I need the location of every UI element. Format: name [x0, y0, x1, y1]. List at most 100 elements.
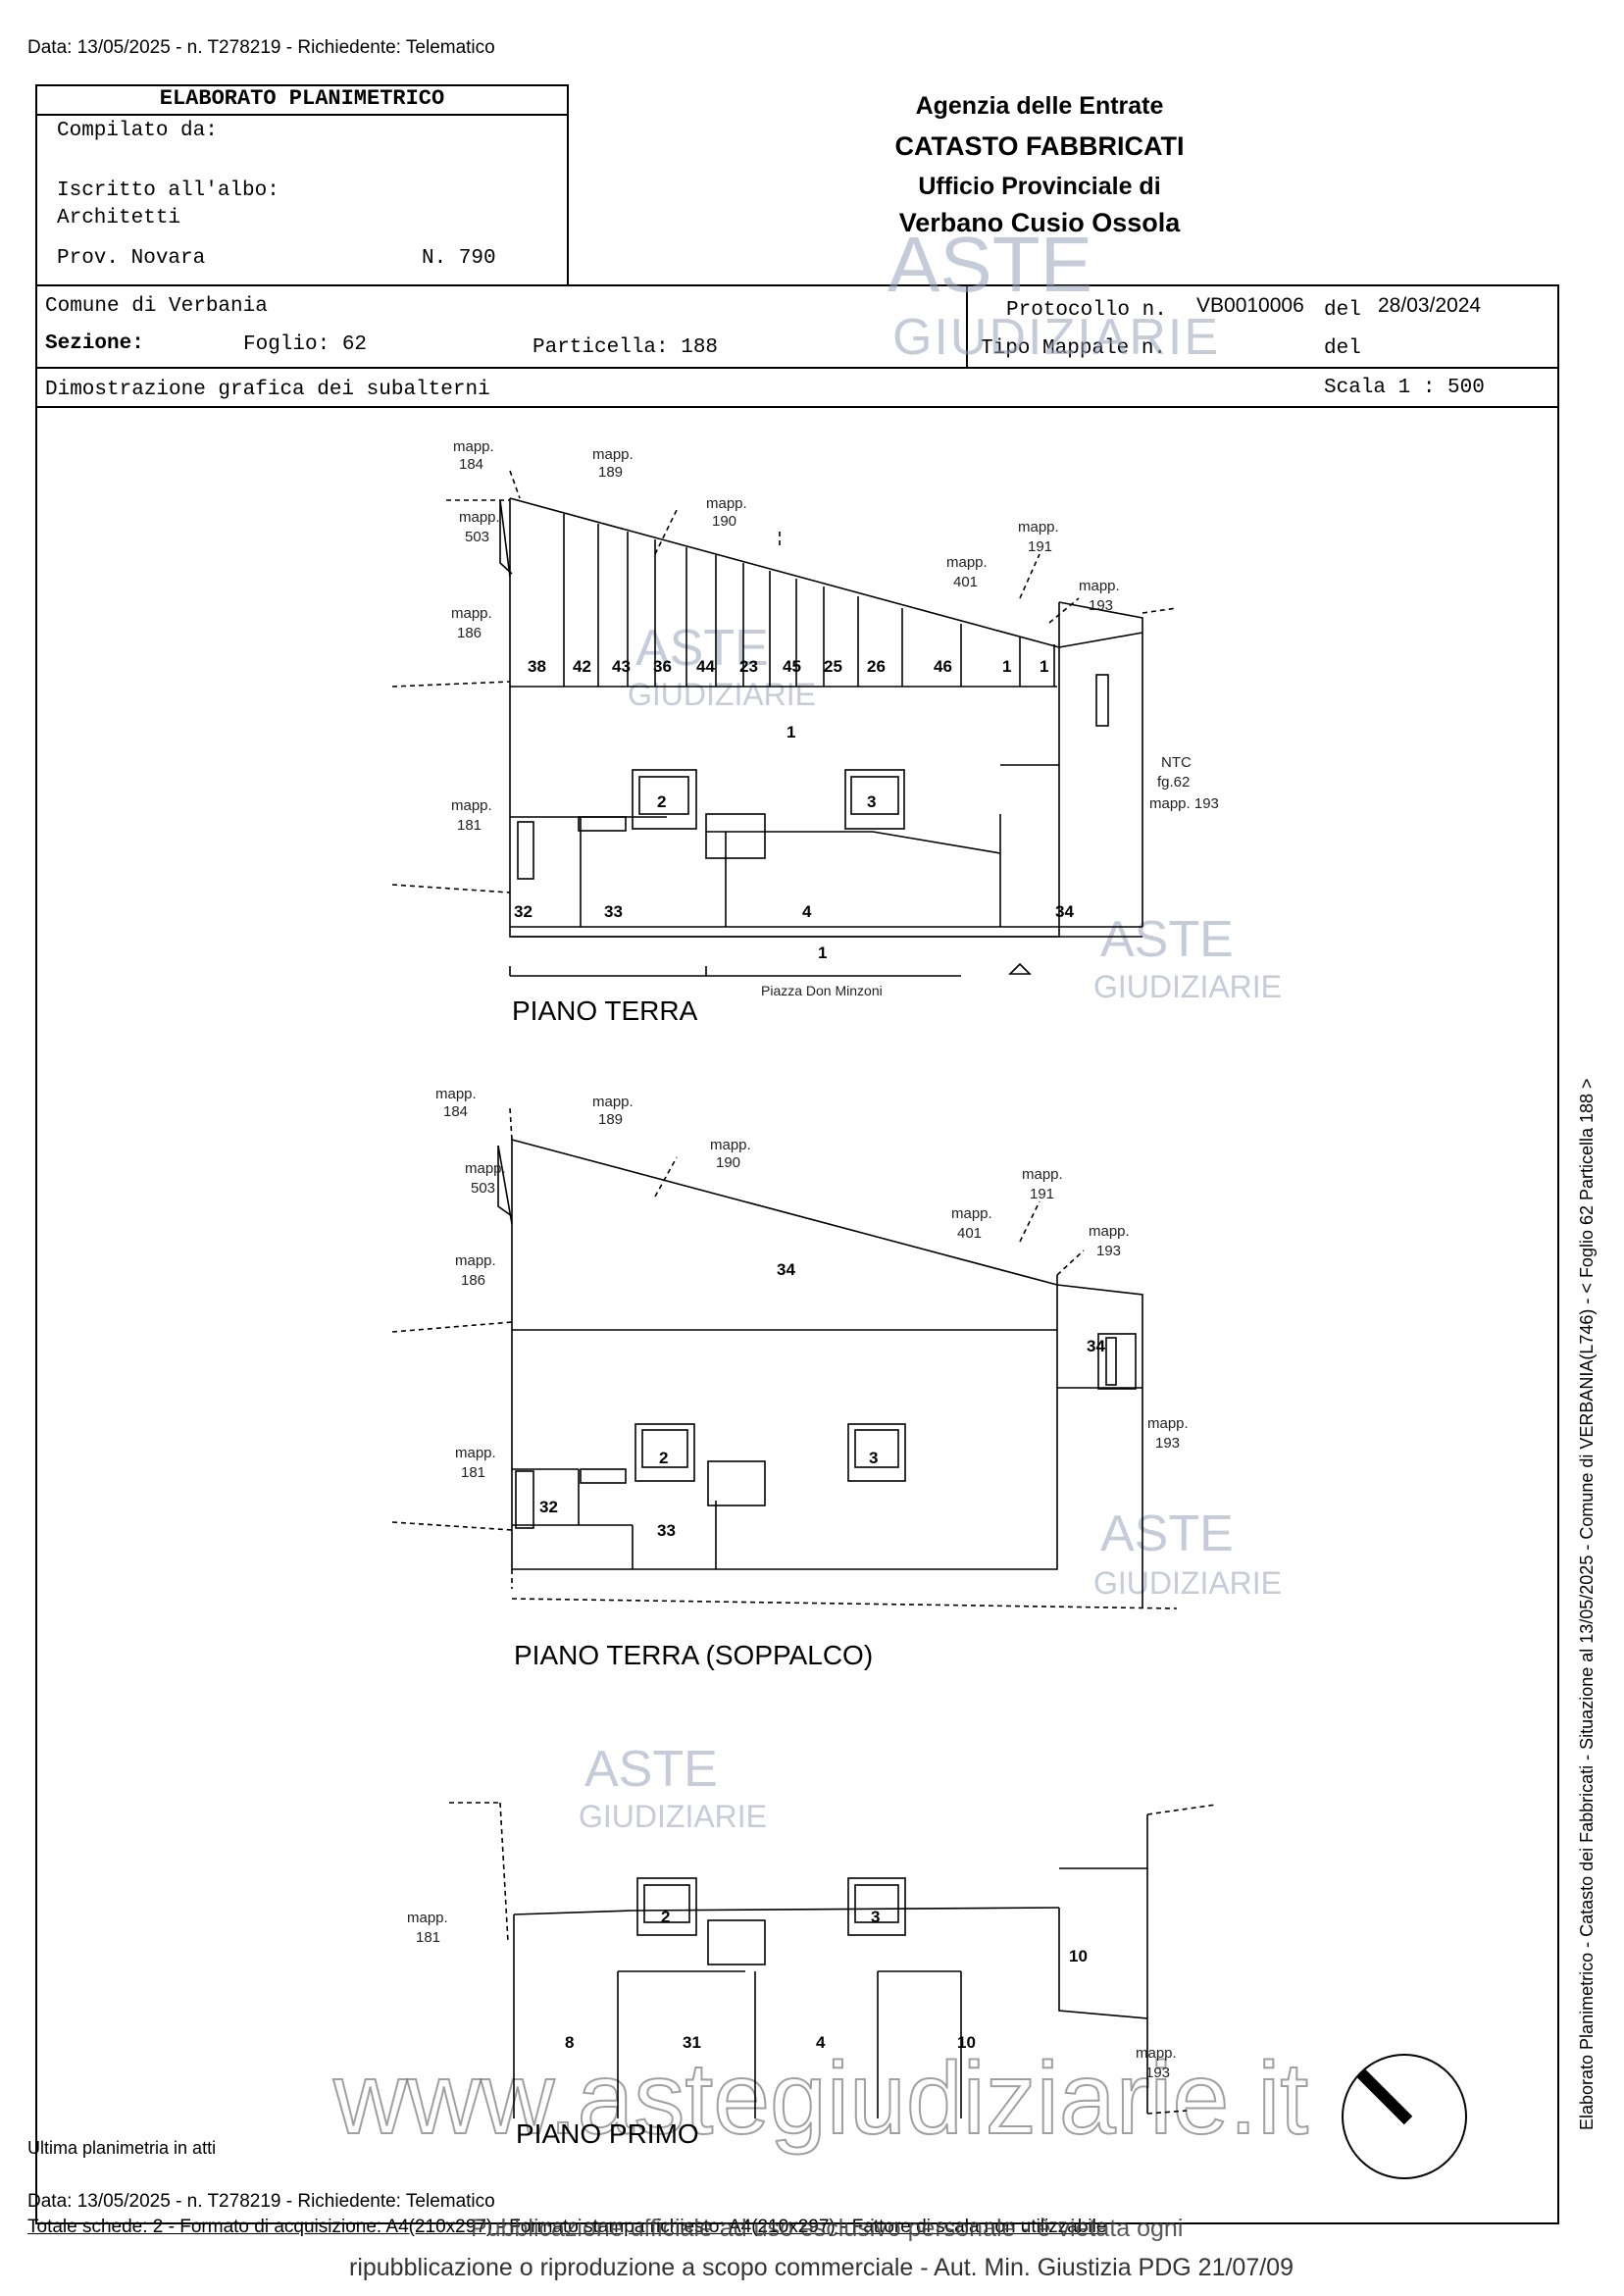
svg-text:4: 4: [816, 2033, 826, 2052]
svg-text:26: 26: [867, 657, 886, 676]
svg-text:186: 186: [457, 625, 482, 641]
svg-text:2: 2: [661, 1908, 670, 1926]
svg-text:184: 184: [459, 456, 483, 473]
foglio-label: Foglio: 62: [243, 333, 368, 356]
tipo-mappale-del: del: [1324, 337, 1361, 360]
svg-text:34: 34: [1087, 1337, 1105, 1355]
svg-text:4: 4: [802, 902, 812, 921]
svg-text:3: 3: [867, 792, 876, 811]
piano-soppalco-label: PIANO TERRA (SOPPALCO): [514, 1640, 874, 1670]
watermark-giudiziarie-5: GIUDIZIARIE: [579, 1799, 768, 1834]
watermark-giudiziarie: GIUDIZIARIE: [892, 309, 1221, 366]
svg-text:401: 401: [953, 574, 978, 590]
tipo-mappale-label: Tipo Mappale n.: [981, 337, 1167, 360]
albo-number: N. 790: [422, 247, 496, 270]
svg-text:44: 44: [696, 657, 715, 676]
svg-text:181: 181: [461, 1464, 485, 1481]
svg-text:32: 32: [514, 902, 533, 921]
ps-mapp184: mapp.: [435, 1086, 477, 1102]
pp-mapp181: mapp.: [407, 1910, 448, 1926]
elaborato-title: ELABORATO PLANIMETRICO: [159, 86, 445, 111]
svg-text:31: 31: [683, 2033, 701, 2052]
piano-primo-label: PIANO PRIMO: [516, 2118, 699, 2149]
ultima-planimetria: Ultima planimetria in atti: [27, 2138, 217, 2158]
footer-ripubblicazione: ripubblicazione o riproduzione a scopo c…: [349, 2254, 1294, 2281]
svg-text:2: 2: [657, 792, 666, 811]
watermark-giudiziarie-3: GIUDIZIARIE: [1093, 969, 1283, 1004]
watermark-aste-3: ASTE: [1100, 911, 1234, 968]
pt-mapp193: mapp.: [1079, 578, 1120, 594]
svg-text:184: 184: [443, 1103, 468, 1120]
svg-text:38: 38: [528, 657, 546, 676]
svg-text:10: 10: [1069, 1947, 1088, 1965]
footer-totale-schede: Totale schede: 2 - Formato di acquisizio…: [27, 2217, 1107, 2237]
pt-mapp190: mapp.: [706, 495, 747, 512]
info-divider-2: [35, 406, 1559, 408]
pt-piazza: Piazza Don Minzoni: [761, 983, 883, 998]
ps-mapp401: mapp.: [951, 1205, 992, 1222]
ps-mapp181: mapp.: [455, 1445, 496, 1461]
svg-text:mapp. 193: mapp. 193: [1149, 795, 1219, 812]
piano-soppalco-drawing: mapp.184 mapp.189 mapp.190 mapp.503 mapp…: [391, 1086, 1189, 1609]
svg-text:190: 190: [716, 1154, 740, 1171]
protocollo-value: VB0010006: [1196, 294, 1304, 317]
svg-text:45: 45: [783, 657, 801, 676]
svg-text:181: 181: [457, 817, 482, 834]
watermark-aste: ASTE: [888, 221, 1092, 308]
pt-mapp189: mapp.: [592, 446, 634, 463]
svg-text:46: 46: [934, 657, 952, 676]
svg-text:190: 190: [712, 513, 736, 530]
elaborato-divider: [35, 114, 569, 116]
watermark-website: www.astegiudiziarie.it: [332, 2042, 1309, 2156]
svg-text:10: 10: [957, 2033, 976, 2052]
piano-terra-label: PIANO TERRA: [512, 995, 698, 1026]
footer-pubblicazione: Pubblicazione ufficiale ad uso esclusivo…: [471, 2215, 1184, 2242]
svg-text:8: 8: [565, 2033, 574, 2052]
svg-text:503: 503: [471, 1180, 495, 1197]
compilato-label: Compilato da:: [57, 120, 218, 142]
svg-text:23: 23: [739, 657, 758, 676]
svg-text:191: 191: [1028, 538, 1052, 555]
ps-mapp186: mapp.: [455, 1252, 496, 1269]
catasto-title: CATASTO FABBRICATI: [894, 131, 1185, 161]
particella-label: Particella: 188: [533, 336, 719, 359]
svg-text:fg.62: fg.62: [1157, 774, 1190, 791]
ps-mapp193a: mapp.: [1089, 1223, 1130, 1240]
albo-value: Architetti: [57, 207, 181, 230]
ps-mapp503: mapp.: [465, 1160, 506, 1177]
footer-request-info: Data: 13/05/2025 - n. T278219 - Richiede…: [27, 2191, 495, 2212]
protocollo-date: 28/03/2024: [1378, 294, 1482, 317]
header-request-info: Data: 13/05/2025 - n. T278219 - Richiede…: [27, 37, 495, 58]
watermark-aste-2: ASTE: [635, 620, 769, 677]
svg-text:1: 1: [787, 723, 795, 741]
svg-text:191: 191: [1030, 1186, 1054, 1202]
svg-text:401: 401: [957, 1225, 982, 1242]
ps-mapp191: mapp.: [1022, 1166, 1063, 1183]
svg-text:503: 503: [465, 529, 489, 545]
watermark-giudiziarie-2: GIUDIZIARIE: [628, 677, 817, 712]
pt-mapp191: mapp.: [1018, 519, 1059, 536]
svg-text:33: 33: [604, 902, 623, 921]
iscritto-label: Iscritto all'albo:: [57, 179, 279, 202]
agency-name: Agenzia delle Entrate: [915, 92, 1164, 120]
svg-text:25: 25: [824, 657, 842, 676]
ps-mapp190: mapp.: [710, 1137, 751, 1153]
pt-ntc: NTC: [1161, 754, 1192, 771]
info-divider-1: [35, 367, 1559, 369]
prov-label: Prov. Novara: [57, 247, 206, 270]
watermark-aste-5: ASTE: [584, 1741, 718, 1798]
pp-mapp193: mapp.: [1136, 2045, 1177, 2062]
scala-label: Scala 1 : 500: [1324, 377, 1485, 399]
dimostrazione-label: Dimostrazione grafica dei subalterni: [45, 379, 490, 401]
pt-mapp184: mapp.: [453, 438, 494, 455]
svg-text:2: 2: [659, 1449, 668, 1467]
pt-mapp503: mapp.: [459, 509, 500, 526]
pt-mapp181: mapp.: [451, 797, 492, 814]
pt-mapp401: mapp.: [946, 554, 988, 571]
protocollo-del: del: [1324, 299, 1361, 322]
svg-text:1: 1: [1002, 657, 1011, 676]
svg-text:32: 32: [539, 1498, 558, 1516]
pt-mapp186: mapp.: [451, 605, 492, 622]
svg-text:193: 193: [1155, 1435, 1180, 1452]
